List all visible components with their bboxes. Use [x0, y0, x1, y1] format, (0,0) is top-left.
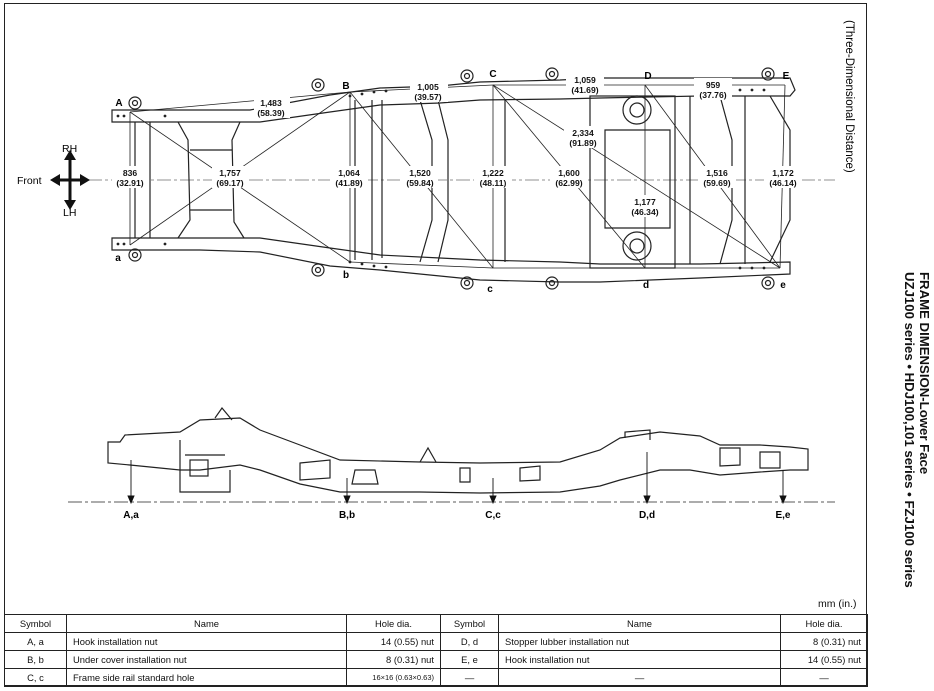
direction-indicator: RH LH Front [17, 143, 90, 219]
side-label-Cc: C,c [485, 510, 501, 521]
dim-Bb-in: (41.89) [335, 178, 362, 188]
arrow-left-icon [50, 174, 60, 186]
dim-Ce-in: (91.89) [569, 138, 596, 148]
cell-name: Stopper lubber installation nut [498, 632, 781, 651]
cell-name: Hook installation nut [66, 632, 347, 651]
cell-symbol: B, b [4, 650, 67, 669]
arrow-up-icon [64, 150, 76, 160]
dim-AB-mm: 1,483 [260, 98, 282, 108]
dim-CD-in: (41.69) [571, 85, 598, 95]
cell-hole: — [780, 668, 868, 687]
page-title: FRAME DIMENSION-Lower Face UZJ100 series… [902, 272, 932, 588]
cell-name: Under cover installation nut [66, 650, 347, 669]
side-label-Dd: D,d [639, 510, 655, 521]
header-hole: Hole dia. [346, 614, 441, 633]
cell-symbol: E, e [440, 650, 499, 669]
frame-side-view [68, 407, 835, 503]
header-symbol: Symbol [4, 614, 67, 633]
side-view-labels: A,a B,b C,c D,d E,e [123, 510, 791, 521]
point-labels-lower: a b c d e [115, 253, 786, 295]
title-line-2: UZJ100 series • HDJ100,101 series • FZJ1… [902, 272, 917, 588]
cell-hole: 14 (0.55) nut [780, 650, 868, 669]
cell-name: Hook installation nut [498, 650, 781, 669]
header-name: Name [66, 614, 347, 633]
dim-De-mm: 1,516 [706, 168, 728, 178]
point-label-D: D [644, 71, 651, 82]
point-label-A: A [115, 98, 122, 109]
legend-header-row: Symbol Name Hole dia. Symbol Name Hole d… [4, 614, 868, 633]
side-label-Bb: B,b [339, 510, 355, 521]
dim-BC-in: (39.57) [414, 92, 441, 102]
dim-Ee-in: (46.14) [769, 178, 796, 188]
cell-hole: 14 (0.55) nut [346, 632, 441, 651]
cell-symbol: D, d [440, 632, 499, 651]
table-row: B, b Under cover installation nut 8 (0.3… [4, 650, 868, 669]
dim-CD-mm: 1,059 [574, 75, 596, 85]
direction-rh: RH [62, 143, 77, 155]
dim-Aa-in: (32.91) [116, 178, 143, 188]
dim-DE-mm: 959 [706, 80, 721, 90]
point-label-c: c [487, 284, 493, 295]
dim-AB-in: (58.39) [257, 108, 284, 118]
arrow-right-icon [80, 174, 90, 186]
cell-symbol: — [440, 668, 499, 687]
cell-hole: 8 (0.31) nut [780, 632, 868, 651]
arrow-down-icon [64, 200, 76, 210]
cell-name: Frame side rail standard hole [66, 668, 347, 687]
cell-name: — [498, 668, 781, 687]
point-label-a: a [115, 253, 121, 264]
table-row: C, c Frame side rail standard hole 16×16… [4, 668, 868, 687]
dim-BC-mm: 1,005 [417, 82, 439, 92]
dim-Dd-mm: 1,177 [634, 197, 656, 207]
side-view-arrows [127, 452, 787, 505]
dim-Ab-mm: 1,757 [219, 168, 241, 178]
dim-Bc-mm: 1,520 [409, 168, 431, 178]
dim-Ee-mm: 1,172 [772, 168, 794, 178]
header-symbol-2: Symbol [440, 614, 499, 633]
point-label-E: E [783, 71, 790, 82]
point-label-d: d [643, 280, 649, 291]
cell-symbol: C, c [4, 668, 67, 687]
dim-Dd-in: (46.34) [631, 207, 658, 217]
point-label-C: C [489, 69, 496, 80]
dim-Cc-mm: 1,222 [482, 168, 504, 178]
dimension-values: 1,483 (58.39) 836 (32.91) 1,757 (69.17) … [112, 73, 802, 217]
title-line-1: FRAME DIMENSION-Lower Face [917, 272, 932, 475]
cell-hole: 8 (0.31) nut [346, 650, 441, 669]
dim-Ab-in: (69.17) [216, 178, 243, 188]
three-dimensional-note: (Three-Dimensional Distance) [843, 20, 855, 173]
legend-table: Symbol Name Hole dia. Symbol Name Hole d… [4, 614, 868, 687]
dim-Cc-in: (48.11) [480, 178, 507, 188]
dim-Bb-mm: 1,064 [338, 168, 360, 178]
header-name-2: Name [498, 614, 781, 633]
point-labels-upper: A B C D E [115, 69, 789, 109]
dim-DE-in: (37.76) [699, 90, 726, 100]
dim-De-in: (59.69) [703, 178, 730, 188]
direction-front: Front [17, 175, 42, 187]
header-hole-2: Hole dia. [780, 614, 868, 633]
dim-Cd-mm: 1,600 [558, 168, 580, 178]
point-label-B: B [342, 81, 349, 92]
dim-Ce-mm: 2,334 [572, 128, 594, 138]
side-label-Ee: E,e [775, 510, 790, 521]
table-row: A, a Hook installation nut 14 (0.55) nut… [4, 632, 868, 651]
cell-symbol: A, a [4, 632, 67, 651]
direction-lh: LH [63, 207, 76, 219]
point-label-e: e [780, 280, 786, 291]
side-label-Aa: A,a [123, 510, 139, 521]
unit-label: mm (in.) [818, 598, 857, 610]
cell-hole: 16×16 (0.63×0.63) [346, 668, 441, 687]
dim-Cd-in: (62.99) [555, 178, 582, 188]
dim-Bc-in: (59.84) [406, 178, 433, 188]
dim-Aa-mm: 836 [123, 168, 138, 178]
point-label-b: b [343, 270, 349, 281]
